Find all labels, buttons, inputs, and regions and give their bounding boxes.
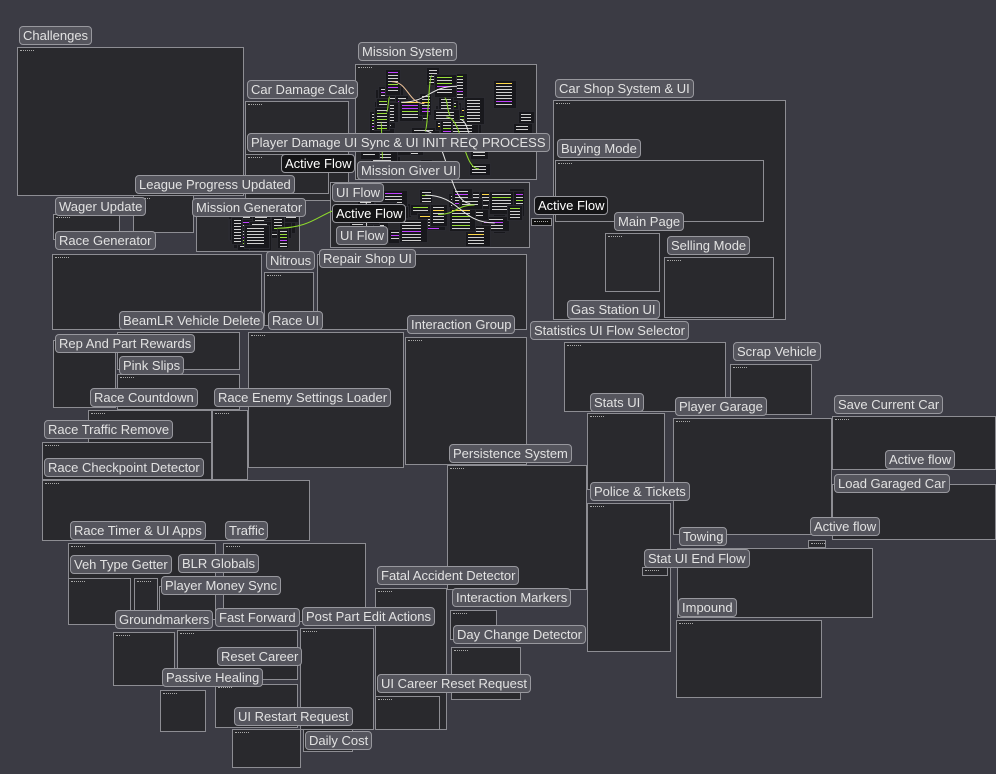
group-label-statistics-ui-flow-selector[interactable]: Statistics UI Flow Selector — [530, 321, 689, 340]
group-label-interaction-markers[interactable]: Interaction Markers — [452, 588, 572, 607]
flow-node[interactable] — [399, 218, 428, 243]
flow-node[interactable] — [230, 216, 244, 245]
group-label-active-flow[interactable]: Active Flow — [332, 204, 407, 223]
group-label-groundmarkers[interactable]: Groundmarkers — [115, 610, 214, 629]
flow-node[interactable] — [463, 96, 485, 125]
group-label-post-part-edit-actions[interactable]: Post Part Edit Actions — [302, 607, 436, 626]
group-label-race-checkpoint-detector[interactable]: Race Checkpoint Detector — [44, 458, 204, 477]
group-label-reset-career[interactable]: Reset Career — [217, 647, 303, 666]
flow-node[interactable] — [373, 106, 390, 132]
group-frame-player-garage[interactable] — [673, 418, 832, 535]
group-label-fast-forward[interactable]: Fast Forward — [215, 608, 300, 627]
flow-node[interactable] — [468, 163, 492, 177]
group-label-mission-system[interactable]: Mission System — [358, 42, 458, 61]
group-label-traffic[interactable]: Traffic — [225, 521, 269, 540]
group-label-active-flow[interactable]: Active Flow — [281, 154, 356, 173]
group-label-gas-station-ui[interactable]: Gas Station UI — [567, 300, 660, 319]
group-frame-interaction-group[interactable] — [405, 337, 527, 465]
group-label-league-progress-updated[interactable]: League Progress Updated — [135, 175, 295, 194]
group-label-save-current-car[interactable]: Save Current Car — [834, 395, 944, 414]
group-frame-main-page[interactable] — [605, 233, 660, 292]
group-label-nitrous[interactable]: Nitrous — [266, 251, 316, 270]
group-frame-police-tickets[interactable] — [587, 503, 671, 652]
group-frame-stat-ui-end-flow[interactable] — [642, 567, 668, 576]
group-frame-load-garaged-car[interactable] — [832, 484, 996, 540]
flow-node[interactable] — [432, 108, 461, 121]
group-label-mission-giver-ui[interactable]: Mission Giver UI — [357, 161, 461, 180]
flow-node[interactable] — [419, 188, 434, 204]
group-label-day-change-detector[interactable]: Day Change Detector — [453, 625, 587, 644]
group-label-rep-and-part-rewards[interactable]: Rep And Part Rewards — [55, 334, 196, 353]
group-label-active-flow[interactable]: Active Flow — [534, 196, 609, 215]
group-label-stat-ui-end-flow[interactable]: Stat UI End Flow — [644, 549, 750, 568]
group-label-blr-globals[interactable]: BLR Globals — [178, 554, 259, 573]
group-label-active-flow[interactable]: Active flow — [810, 517, 881, 536]
group-label-race-ui[interactable]: Race UI — [268, 311, 323, 330]
group-label-persistence-system[interactable]: Persistence System — [449, 444, 572, 463]
group-label-stats-ui[interactable]: Stats UI — [590, 393, 645, 412]
group-label-race-generator[interactable]: Race Generator — [55, 231, 156, 250]
group-label-player-garage[interactable]: Player Garage — [675, 397, 767, 416]
group-label-player-damage-ui-sync-ui-init-req-process[interactable]: Player Damage UI Sync & UI INIT REQ PROC… — [247, 133, 550, 152]
group-label-pink-slips[interactable]: Pink Slips — [119, 356, 185, 375]
flow-node[interactable] — [418, 93, 432, 116]
group-frame-stats-ui[interactable] — [587, 413, 665, 490]
group-label-main-page[interactable]: Main Page — [614, 212, 685, 231]
group-frame-ui-restart-request[interactable] — [232, 729, 301, 768]
group-label-load-garaged-car[interactable]: Load Garaged Car — [834, 474, 950, 493]
group-frame-challenges[interactable] — [17, 47, 244, 196]
group-label-car-damage-calc[interactable]: Car Damage Calc — [247, 80, 359, 99]
group-label-daily-cost[interactable]: Daily Cost — [305, 731, 373, 750]
group-label-race-timer-ui-apps[interactable]: Race Timer & UI Apps — [70, 521, 206, 540]
group-label-wager-update[interactable]: Wager Update — [55, 197, 147, 216]
group-frame-impound[interactable] — [676, 620, 822, 698]
group-label-scrap-vehicle[interactable]: Scrap Vehicle — [733, 342, 821, 361]
group-frame-selling-mode[interactable] — [664, 257, 774, 318]
group-label-ui-flow[interactable]: UI Flow — [332, 183, 385, 202]
group-label-car-shop-system-ui[interactable]: Car Shop System & UI — [555, 79, 694, 98]
group-label-interaction-group[interactable]: Interaction Group — [407, 315, 516, 334]
group-label-police-tickets[interactable]: Police & Tickets — [590, 482, 690, 501]
group-label-ui-restart-request[interactable]: UI Restart Request — [234, 707, 353, 726]
flow-node[interactable] — [384, 69, 401, 96]
group-label-beamlr-vehicle-delete[interactable]: BeamLR Vehicle Delete — [119, 311, 265, 330]
group-frame-ui-career-reset-request[interactable] — [375, 696, 440, 730]
group-label-selling-mode[interactable]: Selling Mode — [667, 236, 751, 255]
group-label-ui-career-reset-request[interactable]: UI Career Reset Request — [377, 674, 531, 693]
flow-node[interactable] — [493, 80, 518, 110]
group-label-race-enemy-settings-loader[interactable]: Race Enemy Settings Loader — [214, 388, 392, 407]
flow-node[interactable] — [458, 198, 484, 211]
group-label-mission-generator[interactable]: Mission Generator — [192, 198, 307, 217]
group-label-passive-healing[interactable]: Passive Healing — [162, 668, 264, 687]
group-label-active-flow[interactable]: Active flow — [885, 450, 956, 469]
group-label-veh-type-getter[interactable]: Veh Type Getter — [70, 555, 172, 574]
group-frame-passive-healing[interactable] — [160, 690, 206, 732]
group-label-player-money-sync[interactable]: Player Money Sync — [161, 576, 281, 595]
flow-node[interactable] — [244, 224, 270, 249]
flow-node[interactable] — [449, 207, 477, 233]
group-label-repair-shop-ui[interactable]: Repair Shop UI — [319, 249, 416, 268]
flow-node[interactable] — [430, 204, 448, 227]
flow-node[interactable] — [506, 205, 523, 221]
group-label-impound[interactable]: Impound — [678, 598, 737, 617]
group-label-challenges[interactable]: Challenges — [19, 26, 93, 45]
group-label-race-countdown[interactable]: Race Countdown — [90, 388, 198, 407]
flow-node[interactable] — [276, 227, 289, 250]
group-label-ui-flow[interactable]: UI Flow — [336, 226, 389, 245]
group-frame-race-enemy-settings-loader[interactable] — [212, 410, 248, 480]
group-label-buying-mode[interactable]: Buying Mode — [557, 139, 641, 158]
flow-node[interactable] — [439, 118, 453, 134]
flow-node[interactable] — [434, 74, 457, 98]
group-frame-active-flow[interactable] — [808, 540, 826, 548]
group-label-fatal-accident-detector[interactable]: Fatal Accident Detector — [377, 566, 520, 585]
group-label-race-traffic-remove[interactable]: Race Traffic Remove — [44, 420, 174, 439]
group-frame-active-flow[interactable] — [531, 218, 552, 226]
group-label-towing[interactable]: Towing — [679, 527, 728, 546]
